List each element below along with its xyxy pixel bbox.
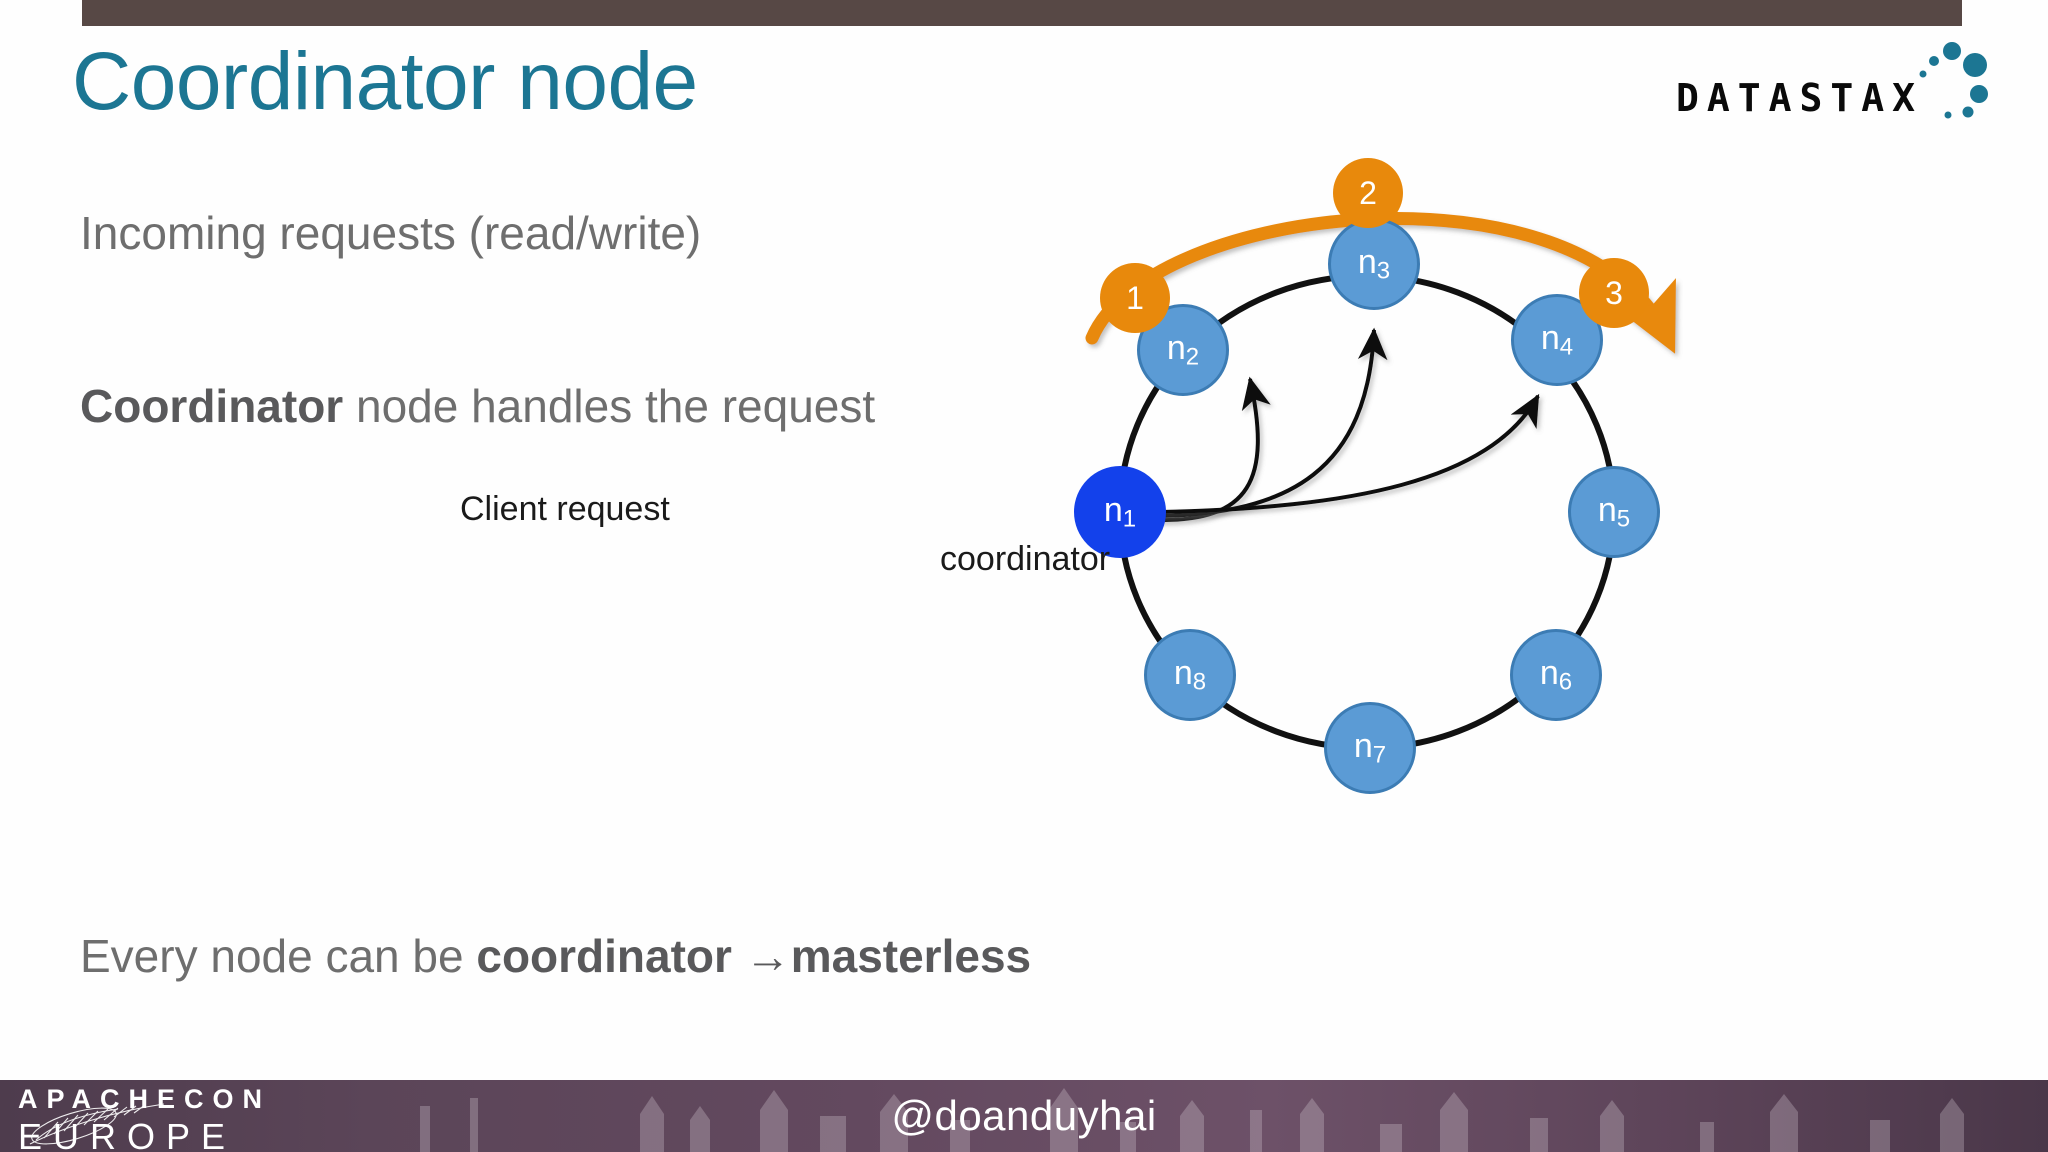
ring-node-n8[interactable]: n8 xyxy=(1144,629,1236,721)
slide-footer: APACHECON EUROPE @doanduyhai xyxy=(0,1080,2048,1152)
body-line-masterless: Every node can be coordinator →masterles… xyxy=(80,928,1031,984)
ring-node-label: n2 xyxy=(1166,328,1200,371)
ring-node-label: n8 xyxy=(1173,653,1207,696)
page-title: Coordinator node xyxy=(72,36,698,127)
ring-node-n5[interactable]: n5 xyxy=(1568,466,1660,558)
apachecon-europe-logo: APACHECON EUROPE xyxy=(14,1082,274,1152)
skyline-backdrop-icon xyxy=(420,1088,1964,1152)
ring-node-label: n7 xyxy=(1353,726,1387,769)
ring-node-label: n1 xyxy=(1103,490,1137,533)
arrow-n1-to-n2 xyxy=(1155,376,1271,523)
body-line-2-bold: Coordinator xyxy=(80,380,344,432)
client-request-label: Client request xyxy=(460,490,670,528)
ring-node-n7[interactable]: n7 xyxy=(1324,702,1416,794)
ring-node-label: n5 xyxy=(1597,490,1631,533)
body-line-3-bold: coordinator →masterless xyxy=(476,930,1032,982)
ring-node-label: n6 xyxy=(1539,653,1573,696)
datastax-dot-swirl-icon xyxy=(1919,42,1988,119)
body-line-incoming-requests: Incoming requests (read/write) xyxy=(80,207,702,259)
step-badge-label: 3 xyxy=(1605,274,1623,311)
step-badge-label: 1 xyxy=(1126,279,1144,316)
datastax-wordmark: DATASTAX xyxy=(1676,76,1924,120)
top-accent-bar xyxy=(82,0,1962,26)
twitter-handle: @doanduyhai xyxy=(891,1092,1157,1139)
step-badge-3[interactable]: 3 xyxy=(1579,258,1649,328)
arrow-n1-to-n4 xyxy=(1159,393,1540,514)
ring-node-label: n4 xyxy=(1540,318,1574,361)
ring-node-n6[interactable]: n6 xyxy=(1510,629,1602,721)
step-badge-2[interactable]: 2 xyxy=(1333,158,1403,228)
coordinator-label: coordinator xyxy=(940,540,1111,578)
ring-node-n1[interactable]: n1 xyxy=(1074,466,1166,558)
ring-node-label: n3 xyxy=(1357,242,1391,285)
ring-graphics xyxy=(820,211,1676,751)
ring-node-n3[interactable]: n3 xyxy=(1328,218,1420,310)
body-line-2-rest: node handles the request xyxy=(343,380,876,432)
step-badge-label: 2 xyxy=(1359,174,1377,211)
step-badge-1[interactable]: 1 xyxy=(1100,263,1170,333)
feather-icon xyxy=(29,1103,165,1145)
body-line-3-plain: Every node can be xyxy=(80,930,477,982)
body-line-coordinator-handles: Coordinator node handles the request xyxy=(80,378,875,434)
datastax-logo: DATASTAX xyxy=(1676,42,2006,128)
apachecon-text: APACHECON xyxy=(18,1084,272,1114)
cassandra-ring-diagram: n1 n2 n3 n4 n5 n6 n7 n8 1 2 3 Client request coor… xyxy=(460,130,2048,1030)
europe-text: EUROPE xyxy=(18,1116,237,1152)
arrow-n1-to-n3 xyxy=(1157,327,1388,518)
